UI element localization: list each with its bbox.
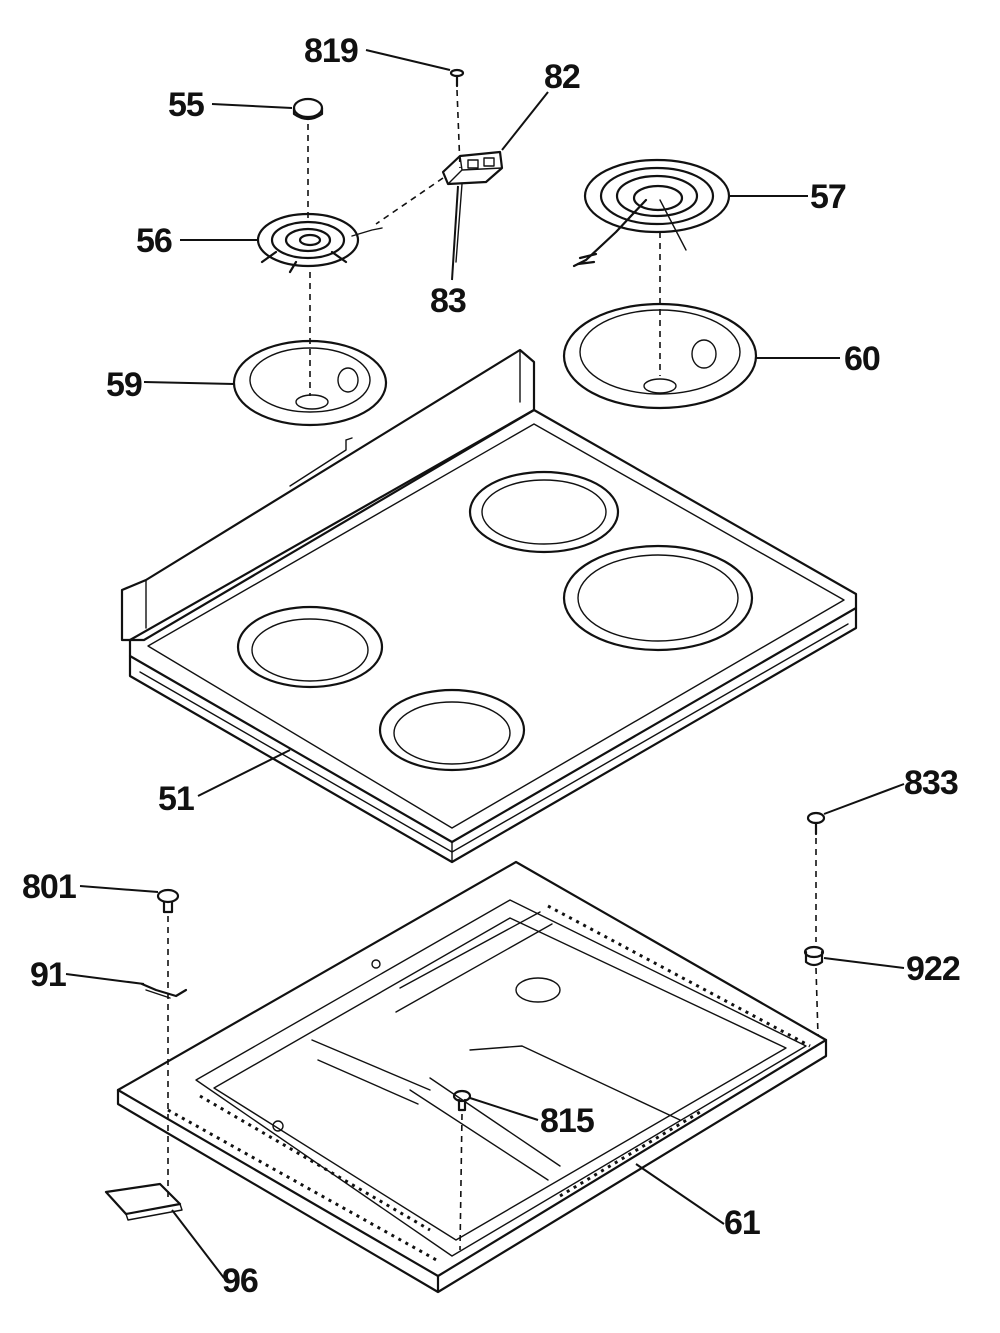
label-57: 57: [810, 178, 846, 216]
screw-833: [806, 811, 826, 836]
label-82: 82: [544, 58, 580, 96]
label-56: 56: [136, 222, 172, 260]
bracket-91: [140, 982, 188, 999]
label-815: 815: [540, 1102, 594, 1140]
label-801: 801: [22, 868, 76, 906]
knob-cap-55: [292, 97, 324, 121]
cooktop-main-top-51: [120, 348, 858, 864]
surface-element-small-56: [256, 212, 383, 274]
label-51: 51: [158, 780, 194, 818]
label-61: 61: [724, 1204, 760, 1242]
label-833: 833: [904, 764, 958, 802]
drip-pan-large-60: [562, 302, 758, 410]
label-819: 819: [304, 32, 358, 70]
terminal-block-82: [441, 150, 504, 186]
label-96: 96: [222, 1262, 258, 1300]
screw-819: [449, 68, 465, 88]
burner-box-61: [116, 860, 828, 1294]
screw-801: [156, 888, 180, 914]
label-60: 60: [844, 340, 880, 378]
screw-815: [452, 1089, 472, 1112]
label-91: 91: [30, 956, 66, 994]
label-922: 922: [906, 950, 960, 988]
label-59: 59: [106, 366, 142, 404]
grommet-922: [803, 945, 825, 967]
surface-element-large-57: [572, 158, 731, 268]
label-83: 83: [430, 282, 466, 320]
bracket-96: [104, 1182, 183, 1221]
label-55: 55: [168, 86, 204, 124]
